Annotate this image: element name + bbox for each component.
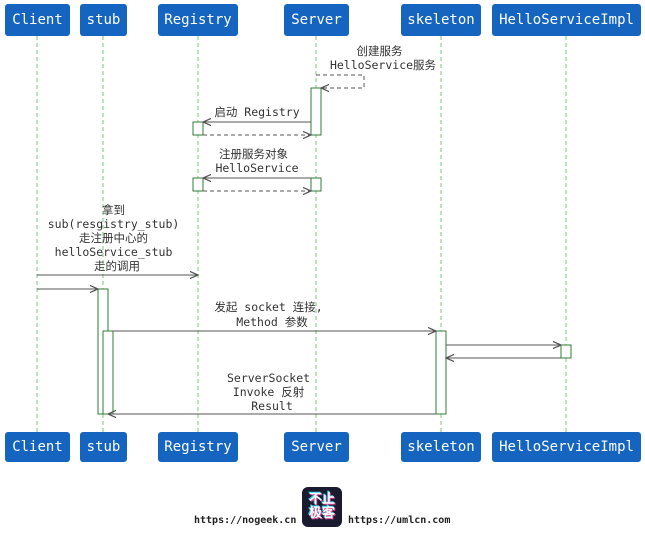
participant-helloserviceimpl-bottom: HelloServiceImpl	[492, 432, 641, 462]
message-result-label: ServerSocket Invoke 反射 Result	[227, 371, 317, 413]
participant-stub-bottom: stub	[80, 432, 127, 462]
participant-registry-top: Registry	[158, 4, 238, 36]
participant-skeleton-top: skeleton	[401, 4, 481, 36]
footer-link-nogeek[interactable]: https://nogeek.cn	[194, 515, 297, 526]
participant-server-bottom: Server	[284, 432, 349, 462]
participant-registry-bottom: Registry	[158, 432, 238, 462]
message-socket-label: 发起 socket 连接, Method 参数	[214, 300, 329, 329]
message-register-label: 注册服务对象 HelloService	[215, 147, 298, 175]
participant-client-top: Client	[5, 4, 70, 36]
participant-server-top: Server	[284, 4, 349, 36]
activation-registry-2	[192, 177, 204, 192]
activation-server-1	[310, 87, 322, 136]
activation-helloserviceimpl	[560, 344, 572, 359]
message-start-registry-label: 启动 Registry	[214, 105, 299, 119]
participant-skeleton-bottom: skeleton	[401, 432, 481, 462]
participant-helloserviceimpl-top: HelloServiceImpl	[492, 4, 641, 36]
message-create-service-arrow	[316, 74, 365, 88]
activation-registry-1	[192, 121, 204, 136]
activation-stub-inner	[102, 330, 114, 415]
activation-skeleton	[435, 330, 447, 415]
logo-text: 不止 极客	[308, 492, 335, 521]
message-create-service-label: 创建服务 HelloService服务	[330, 44, 437, 72]
activation-server-2	[310, 177, 322, 192]
participant-client-bottom: Client	[5, 432, 70, 462]
logo: 不止 极客	[302, 487, 342, 527]
participant-stub-top: stub	[80, 4, 127, 36]
message-lookup-label: 拿到 sub(resgistry_stub) 走注册中心的 helloServi…	[48, 203, 187, 273]
footer-link-umlcn[interactable]: https://umlcn.com	[348, 515, 451, 526]
